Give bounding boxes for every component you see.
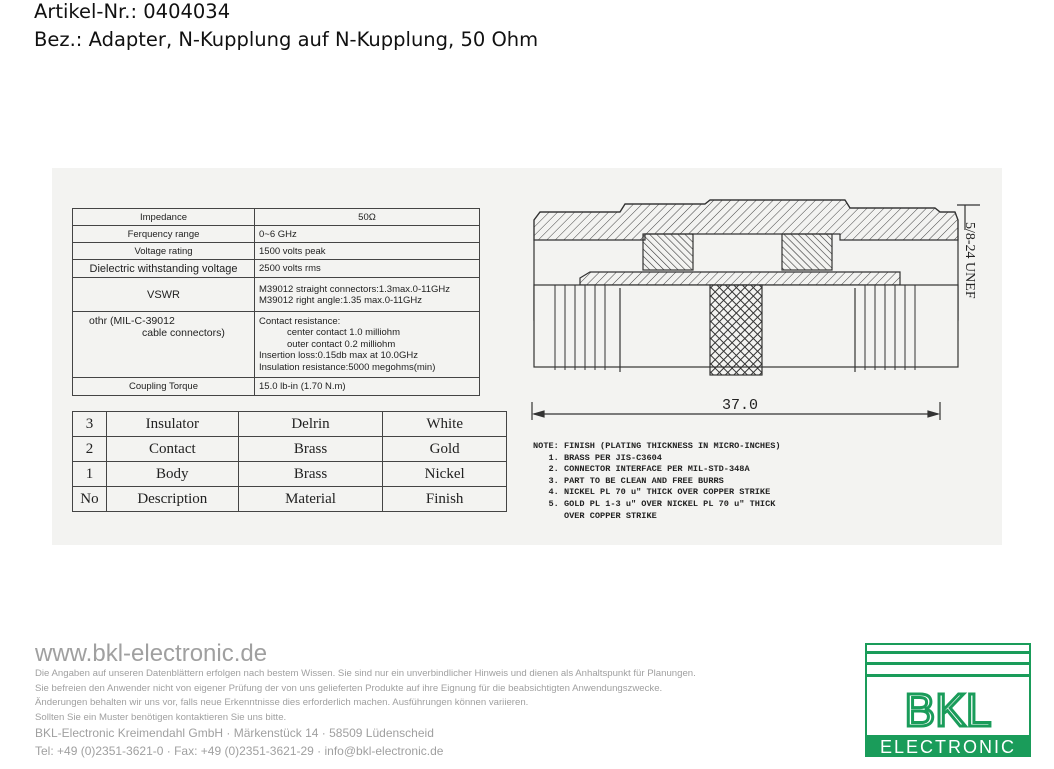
- cell: Delrin: [237, 411, 384, 437]
- note-line: 1. BRASS PER JIS-C3604: [533, 452, 662, 463]
- note-line: 3. PART TO BE CLEAN AND FREE BURRS: [533, 475, 724, 486]
- spec-line: Contact resistance:: [259, 315, 341, 327]
- spec-line: M39012 straight connectors:1.3max.0-11GH…: [259, 283, 450, 295]
- cell: Finish: [382, 486, 507, 512]
- spec-line: Insulation resistance:5000 megohms(min): [259, 361, 436, 373]
- cell: 3: [72, 411, 107, 437]
- spec-value: 2500 volts rms: [254, 259, 480, 278]
- disclaimer: Die Angaben auf unseren Datenblättern er…: [35, 667, 696, 725]
- cell: Material: [237, 486, 384, 512]
- company-contact: Tel: +49 (0)2351-3621-0 · Fax: +49 (0)23…: [35, 744, 444, 758]
- cell: White: [382, 411, 507, 437]
- disclaimer-line: Sie befreien den Anwender nicht von eige…: [35, 682, 663, 694]
- spec-value: 50Ω: [254, 208, 480, 226]
- product-description: Bez.: Adapter, N-Kupplung auf N-Kupplung…: [34, 28, 539, 51]
- length-dimension: 37.0: [722, 397, 758, 414]
- cell: Nickel: [382, 461, 507, 487]
- cell: Brass: [237, 436, 384, 462]
- spec-value: 1500 volts peak: [254, 242, 480, 260]
- spec-key: cable connectors): [142, 327, 225, 339]
- spec-key: Dielectric withstanding voltage: [72, 259, 255, 278]
- website-link[interactable]: www.bkl-electronic.de: [35, 640, 268, 667]
- note-line: OVER COPPER STRIKE: [533, 510, 657, 521]
- spec-key: Ferquency range: [72, 225, 255, 243]
- disclaimer-line: Änderungen behalten wir uns vor, falls n…: [35, 697, 529, 708]
- note-line: 2. CONNECTOR INTERFACE PER MIL-STD-348A: [533, 464, 750, 475]
- disclaimer-line: Die Angaben auf unseren Datenblättern er…: [35, 668, 696, 679]
- cell: Insulator: [105, 411, 239, 437]
- bkl-logo: BKL ELECTRONIC: [865, 643, 1031, 757]
- cell: 2: [72, 436, 107, 462]
- cell: Body: [105, 461, 239, 487]
- spec-row: VSWR M39012 straight connectors:1.3max.0-…: [72, 277, 480, 312]
- cell: Description: [105, 486, 239, 512]
- thread-label: 5/8-24 UNEF: [962, 222, 977, 299]
- spec-value: M39012 straight connectors:1.3max.0-11GH…: [254, 277, 480, 312]
- spec-value: 15.0 lb-in (1.70 N.m): [254, 377, 480, 396]
- note-line: 5. GOLD PL 1-3 u" OVER NICKEL PL 70 u" T…: [533, 498, 776, 509]
- logo-sub: ELECTRONIC: [880, 737, 1016, 757]
- spec-key: VSWR: [72, 277, 255, 312]
- spec-line: outer contact 0.2 milliohm: [287, 338, 396, 350]
- article-number: Artikel-Nr.: 0404034: [34, 0, 231, 23]
- cell: Gold: [382, 436, 507, 462]
- spec-key: Voltage rating: [72, 242, 255, 260]
- connector-drawing: 37.0 5/8-24 UNEF: [531, 199, 980, 420]
- spec-key: othr (MIL-C-39012: [89, 315, 175, 327]
- spec-line: M39012 right angle:1.35 max.0-11GHz: [259, 294, 422, 306]
- spec-key: Coupling Torque: [72, 377, 255, 396]
- company-address: BKL-Electronic Kreimendahl GmbH · Märken…: [35, 726, 434, 740]
- note-line: 4. NICKEL PL 70 u" THICK OVER COPPER STR…: [533, 487, 771, 498]
- spec-key: Impedance: [72, 208, 255, 226]
- cell: Brass: [237, 461, 384, 487]
- spec-value: 0~6 GHz: [254, 225, 480, 243]
- spec-value: Contact resistance:center contact 1.0 mi…: [254, 311, 480, 378]
- note-line: NOTE: FINISH (PLATING THICKNESS IN MICRO…: [533, 441, 781, 451]
- spec-line: Insertion loss:0.15db max at 10.0GHz: [259, 350, 418, 362]
- logo-brand: BKL: [905, 684, 992, 736]
- disclaimer-line: Sollten Sie ein Muster benötigen kontakt…: [35, 711, 287, 723]
- notes: NOTE: FINISH (PLATING THICKNESS IN MICRO…: [533, 441, 781, 522]
- cell: 1: [72, 461, 107, 487]
- cell: Contact: [105, 436, 239, 462]
- spec-line: center contact 1.0 milliohm: [287, 327, 400, 339]
- cell: No: [72, 486, 107, 512]
